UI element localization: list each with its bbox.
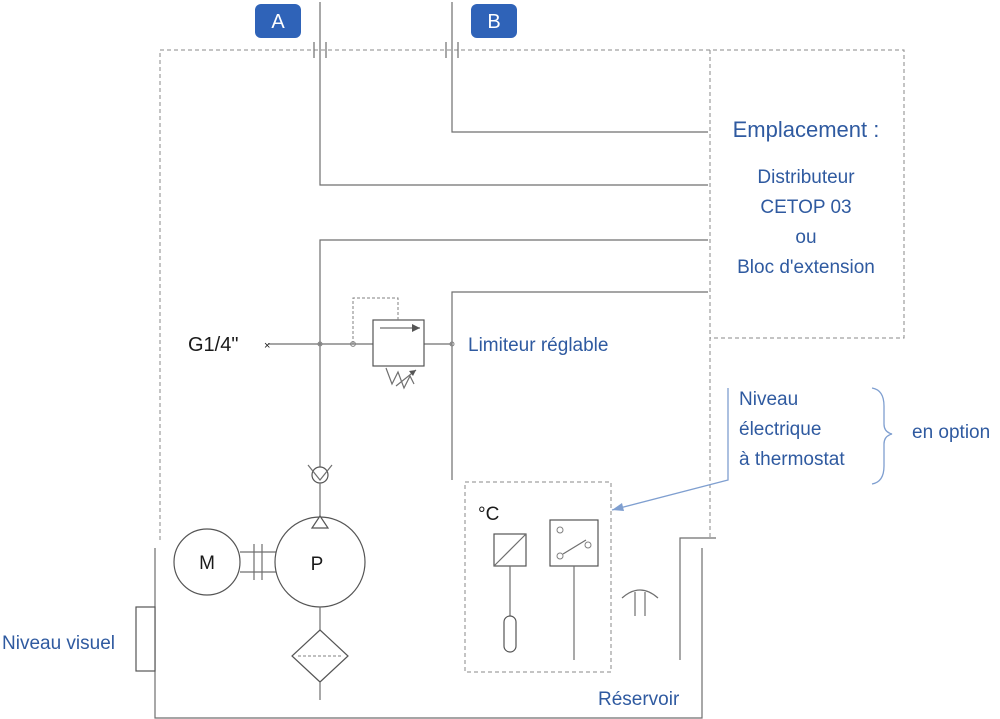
- port-b-label: B: [487, 11, 500, 33]
- line-b: [451, 2, 708, 133]
- port-a-tag: A: [255, 4, 301, 38]
- port-b-tag: B: [471, 4, 517, 38]
- pump-symbol: P: [274, 514, 366, 608]
- return-junction: [449, 341, 455, 347]
- location-line-4: Bloc d'extension: [737, 257, 875, 278]
- line-a: [319, 2, 708, 186]
- port-b-fitting: [445, 42, 459, 58]
- gauge-port-mark: ×: [264, 340, 270, 352]
- motor-label: M: [199, 553, 215, 574]
- reservoir-label: Réservoir: [598, 689, 680, 710]
- outer-dashed-boundary: [159, 49, 905, 540]
- return-line: [451, 291, 708, 480]
- coupling-symbol: [240, 544, 277, 580]
- junction-dot: [317, 341, 323, 347]
- electric-level-box: [464, 481, 612, 673]
- return-pipe: [679, 537, 716, 660]
- pump-label: P: [311, 554, 324, 575]
- pressure-line: [319, 239, 708, 470]
- port-size-label: G1/4": [188, 334, 238, 356]
- level-switch-symbol: [549, 519, 599, 660]
- visual-level-gauge: [135, 606, 156, 672]
- location-line-1: Distributeur: [757, 167, 855, 188]
- option-brace: [871, 387, 893, 485]
- option-label: en option: [912, 422, 990, 443]
- temperature-unit: °C: [478, 504, 499, 525]
- motor-symbol: M: [173, 528, 241, 596]
- location-line-3: ou: [795, 227, 816, 248]
- filter-symbol: [291, 629, 349, 683]
- thermostat-symbol: [493, 533, 527, 653]
- port-a-label: A: [271, 11, 285, 33]
- callout-leader: [611, 388, 729, 511]
- limiter-label: Limiteur réglable: [468, 335, 608, 356]
- port-a-fitting: [313, 42, 327, 58]
- breather-symbol: [621, 589, 659, 616]
- visual-level-label: Niveau visuel: [2, 633, 115, 654]
- check-valve-symbol: [307, 464, 333, 484]
- electric-level-line-1: Niveau: [739, 389, 798, 410]
- electric-level-line-3: à thermostat: [739, 449, 845, 470]
- location-title: Emplacement :: [733, 117, 880, 142]
- electric-level-line-2: électrique: [739, 419, 821, 440]
- location-line-2: CETOP 03: [760, 197, 851, 218]
- relief-valve-symbol: [352, 297, 425, 390]
